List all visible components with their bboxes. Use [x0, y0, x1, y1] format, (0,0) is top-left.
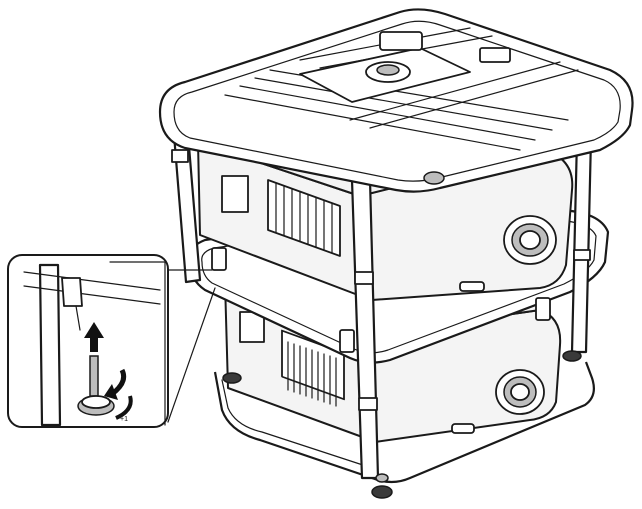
inset-clamp — [61, 277, 83, 307]
clamp — [339, 329, 355, 353]
arrow-up-icon — [84, 322, 104, 352]
top-clamp — [479, 47, 511, 63]
callout-leader — [167, 269, 216, 423]
upper-lens — [503, 215, 557, 265]
joint — [171, 149, 189, 163]
knob — [423, 171, 445, 185]
joint — [354, 271, 374, 285]
lower-indicator — [451, 423, 475, 434]
joint — [358, 397, 378, 411]
foot — [562, 350, 582, 362]
frame-feet — [222, 350, 582, 499]
upper-indicator — [459, 281, 485, 292]
foot-rod — [89, 355, 99, 397]
lower-lens — [495, 369, 545, 415]
top-frame — [158, 8, 634, 193]
joint — [573, 249, 591, 261]
upper-vent — [267, 179, 341, 257]
foot — [222, 372, 242, 384]
upper-side-panel — [221, 175, 249, 213]
clamp — [535, 297, 551, 321]
foot-detail-inset: +1 — [7, 254, 169, 428]
foot — [371, 485, 393, 499]
clamp — [211, 247, 227, 271]
rotate-arrow-icon — [104, 368, 133, 420]
inset-mark: +1 — [120, 416, 128, 423]
top-clamp — [379, 31, 423, 51]
